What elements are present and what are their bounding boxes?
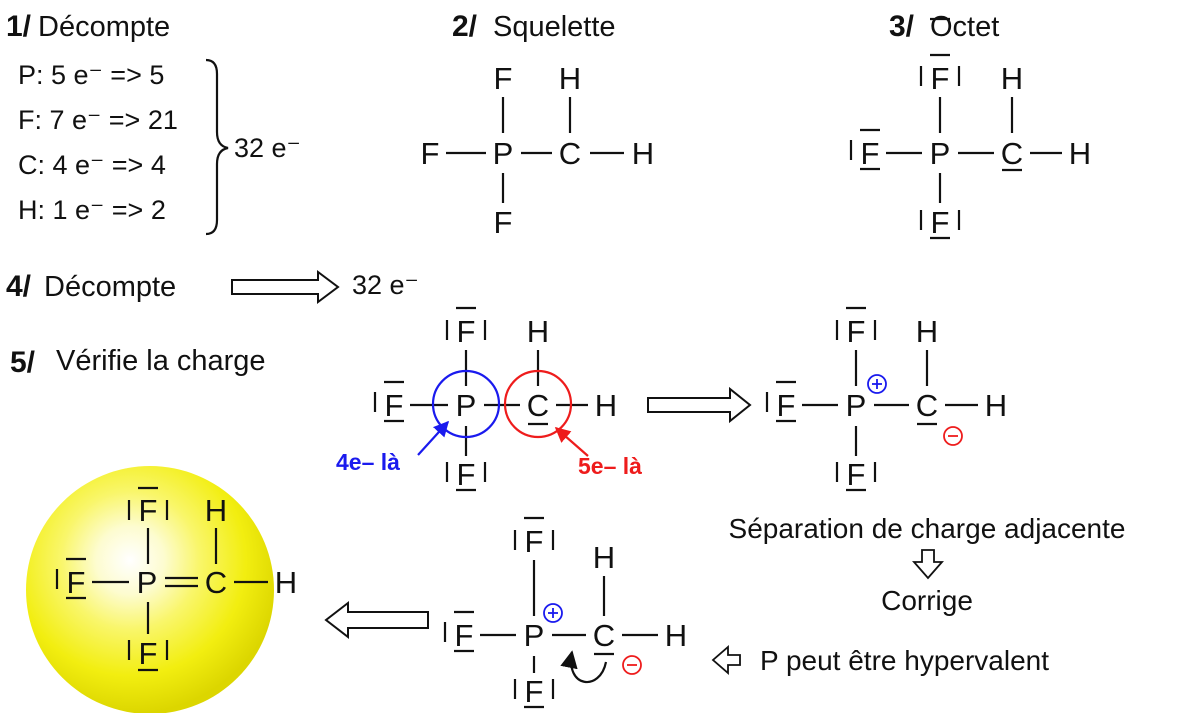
count-row-f: F: 7 e⁻ => 21 [18,105,178,135]
atom-c: C [205,565,227,600]
atom-h-top: H [559,61,581,96]
skeleton-structure: F F P C H H F [421,61,655,240]
atom-f-left: F [421,136,440,171]
charge-check-structure: F F P C H H F 4e– là 5e– là [336,306,642,492]
positive-charge-icon [543,603,563,623]
atom-c: C [1001,136,1023,171]
atom-f-top: F [457,314,476,349]
section-3-number: 3/ [889,10,915,43]
atom-h-top: H [916,314,938,349]
negative-charge-icon [943,426,963,446]
atom-f-bottom: F [139,636,158,671]
final-structure-glow [26,466,274,713]
curved-electron-arrow [560,650,608,684]
section-5-title: Vérifie la charge [56,345,266,377]
c-highlight-circle [503,369,573,439]
down-arrow [912,549,944,580]
count-brace [205,58,229,236]
correction-structure: F F P C H H F [443,516,687,709]
atom-p: P [456,388,477,423]
section-2-title: Squelette [493,11,616,43]
negative-charge-icon [622,655,642,675]
atom-c: C [559,136,581,171]
atom-p: P [137,565,158,600]
section-4-arrow [231,270,340,304]
atom-p: P [524,618,545,653]
octet-structure: F F P C H H F [849,17,1091,240]
arrow-to-charged-structure [647,386,752,424]
section-3-title: Octet [930,11,999,43]
left-small-arrow [711,645,741,675]
atom-f-top: F [525,524,544,559]
section-5-number: 5/ [10,346,36,379]
atom-h-right: H [632,136,654,171]
section-2-number: 2/ [452,10,478,43]
atom-f-top: F [494,61,513,96]
atom-c: C [916,388,938,423]
section-1-number: 1/ [6,10,32,43]
atom-f-bottom: F [494,205,513,240]
atom-h-top: H [593,540,615,575]
atom-h-top: H [205,493,227,528]
atom-h-right: H [595,388,617,423]
atom-f-top: F [847,314,866,349]
section-1-title: Décompte [38,11,170,43]
atom-h-right: H [985,388,1007,423]
hypervalent-label: P peut être hypervalent [760,645,1049,676]
p-highlight-circle [431,369,501,439]
atom-f-left: F [385,388,404,423]
section-4-title: Décompte [44,271,176,303]
atom-f-bottom: F [931,205,950,240]
atom-p: P [493,136,514,171]
atom-p: P [846,388,867,423]
atom-f-left: F [777,388,796,423]
arrow-to-final-structure [324,600,429,640]
c-pointer-arrow [554,426,589,457]
atom-h-right: H [665,618,687,653]
atom-f-bottom: F [525,674,544,709]
atom-h-top: H [1001,61,1023,96]
atom-f-bottom: F [847,457,866,492]
count-row-p: P: 5 e⁻ => 5 [18,60,164,90]
atom-f-left: F [67,565,86,600]
charged-structure: F F P C H H F [765,306,1007,492]
atom-f-top: F [931,61,950,96]
atom-f-left: F [455,618,474,653]
atom-p: P [930,136,951,171]
separation-label: Séparation de charge adjacente [729,513,1126,544]
atom-h-top: H [527,314,549,349]
atom-f-top: F [139,493,158,528]
count-row-h: H: 1 e⁻ => 2 [18,195,166,225]
count-row-c: C: 4 e⁻ => 4 [18,150,166,180]
section-4-total: 32 e⁻ [352,270,419,300]
count-total: 32 e⁻ [234,133,301,163]
p-electron-label: 4e– là [336,449,400,475]
c-electron-label: 5e– là [578,453,642,479]
p-pointer-arrow [417,420,450,456]
fix-label: Corrige [881,585,973,616]
atom-f-left: F [861,136,880,171]
atom-c: C [593,618,615,653]
atom-f-bottom: F [457,457,476,492]
positive-charge-icon [867,374,887,394]
final-structure: F F P C H H F [55,486,297,672]
atom-h-right: H [275,565,297,600]
atom-c: C [527,388,549,423]
atom-h-right: H [1069,136,1091,171]
section-4-number: 4/ [6,270,32,303]
